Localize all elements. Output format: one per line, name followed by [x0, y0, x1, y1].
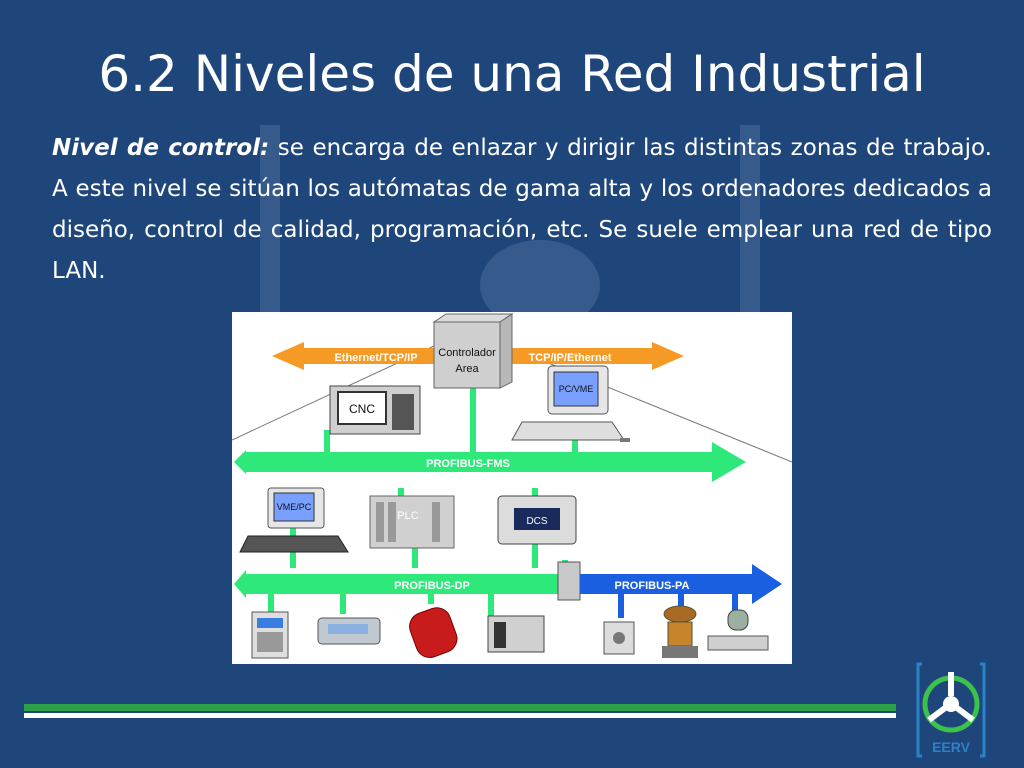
background-decoration: [260, 125, 760, 325]
flowmeter-icon: [707, 609, 769, 651]
controller-label-line2: Area: [455, 363, 479, 375]
plc-label: PLC: [397, 510, 418, 522]
io-module-icon: [317, 617, 381, 645]
remote-io-icon: [487, 615, 545, 653]
vme-pc-label: VME/PC: [277, 502, 312, 512]
profibus-pa-label: PROFIBUS-PA: [615, 580, 690, 592]
dcs-label: DCS: [526, 516, 547, 527]
dcs-icon: [497, 495, 577, 545]
pressure-sensor-icon: [603, 621, 635, 655]
paragraph-body: se encarga de enlazar y dirigir las dist…: [52, 135, 992, 284]
eerv-logo: EERV: [916, 660, 986, 760]
ethernet-right-label: TCP/IP/Ethernet: [528, 352, 611, 364]
cnc-icon: [329, 385, 421, 435]
pc-vme-icon: [511, 365, 630, 442]
plc-icon: [369, 495, 455, 549]
slide-title: 6.2 Niveles de una Red Industrial: [98, 45, 926, 103]
valve-icon: [662, 605, 698, 658]
profibus-dp-label: PROFIBUS-DP: [394, 580, 470, 592]
ethernet-left-label: Ethernet/TCP/IP: [334, 352, 417, 364]
coupler-icon: [557, 561, 581, 601]
logo-text: EERV: [932, 739, 971, 755]
motor-icon: [409, 607, 458, 658]
footer-stripe-green: [24, 704, 896, 711]
pc-vme-label: PC/VME: [559, 384, 594, 394]
keypad-device-icon: [251, 611, 289, 659]
cnc-label: CNC: [349, 402, 375, 416]
paragraph-lead: Nivel de control:: [52, 135, 270, 161]
controller-label-line1: Controlador: [438, 347, 496, 359]
network-diagram: Ethernet/TCP/IP TCP/IP/Ethernet Controla…: [231, 312, 793, 664]
area-controller-icon: [432, 313, 514, 389]
footer-stripe-white: [24, 713, 896, 718]
profibus-fms-label: PROFIBUS-FMS: [426, 458, 510, 470]
slide-paragraph: Nivel de control: se encarga de enlazar …: [52, 128, 992, 292]
vme-pc-icon: [239, 487, 349, 553]
